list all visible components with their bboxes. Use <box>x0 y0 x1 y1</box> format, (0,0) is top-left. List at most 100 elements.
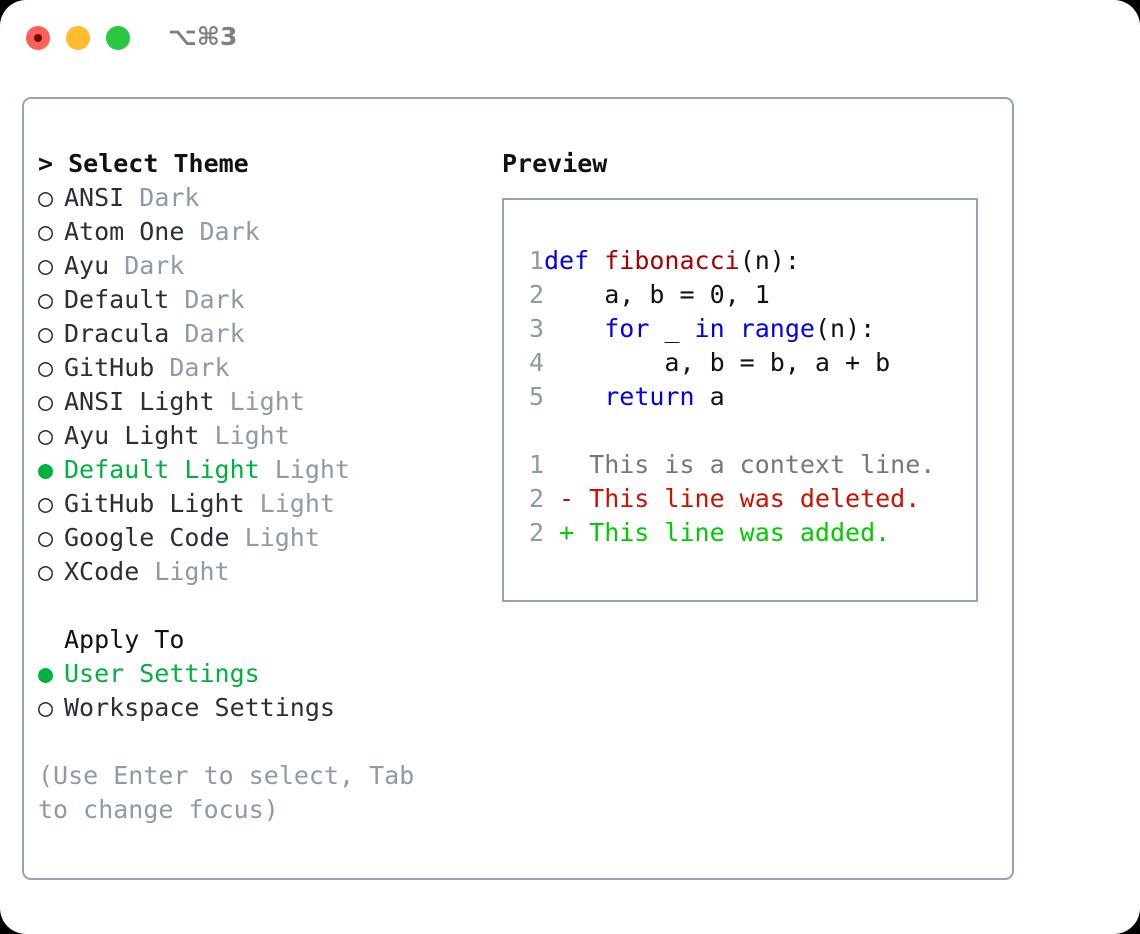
diff-line: 2 - This line was deleted. <box>516 482 935 516</box>
apply-to-option-name: Workspace Settings <box>64 693 335 722</box>
theme-option-dracula[interactable]: ○ Dracula Dark <box>38 317 478 351</box>
theme-option-category: Dark <box>139 183 200 212</box>
code-token: for <box>604 314 665 343</box>
code-token: - This line was deleted. <box>544 484 921 513</box>
theme-option-category: Dark <box>199 217 260 246</box>
theme-option-name: Google Code <box>64 523 245 552</box>
code-token: a, b = b, a + b <box>544 348 891 377</box>
select-theme-header: > Select Theme <box>38 149 249 178</box>
theme-option-category: Light <box>274 455 350 484</box>
code-diff-separator <box>516 414 935 448</box>
radio-unselected-icon: ○ <box>38 523 54 552</box>
radio-unselected-icon: ○ <box>38 693 54 722</box>
code-token: (n): <box>814 314 876 343</box>
theme-options-list: ○ANSI Dark○Atom One Dark○Ayu Dark○Defaul… <box>38 181 478 589</box>
theme-option-name: Ayu Light <box>64 421 215 450</box>
radio-unselected-icon: ○ <box>38 557 54 586</box>
apply-to-label: Apply To <box>64 625 185 654</box>
theme-option-category: Dark <box>169 353 230 382</box>
code-token: (n): <box>739 246 800 275</box>
code-line: 1def fibonacci(n): <box>516 244 935 278</box>
code-token: def <box>544 246 605 275</box>
code-token <box>544 382 604 411</box>
apply-to-option-workspace-settings[interactable]: ○ Workspace Settings <box>38 691 478 725</box>
theme-option-name: Default <box>64 285 185 314</box>
line-number: 5 <box>528 382 544 411</box>
theme-option-name: GitHub <box>64 353 170 382</box>
apply-to-option-user-settings[interactable]: ● User Settings <box>38 657 478 691</box>
theme-option-name: Atom One <box>64 217 200 246</box>
code-line: 4 a, b = b, a + b <box>516 346 935 380</box>
diff-line: 1 This is a context line. <box>516 448 935 482</box>
code-token: a <box>709 382 725 411</box>
radio-unselected-icon: ○ <box>38 319 54 348</box>
theme-option-category: Dark <box>124 251 185 280</box>
radio-unselected-icon: ○ <box>38 353 54 382</box>
radio-unselected-icon: ○ <box>38 489 54 518</box>
minimize-button-icon[interactable] <box>66 26 90 50</box>
theme-option-github[interactable]: ○ GitHub Dark <box>38 351 478 385</box>
theme-option-ayu[interactable]: ○Ayu Dark <box>38 249 478 283</box>
code-line: 3 for _ in range(n): <box>516 312 935 346</box>
theme-option-category: Light <box>214 421 290 450</box>
keyboard-hint-text: (Use Enter to select, Tab to change focu… <box>38 761 430 824</box>
theme-option-name: GitHub Light <box>64 489 260 518</box>
radio-selected-icon: ● <box>38 659 54 688</box>
code-token: This is a context line. <box>544 450 936 479</box>
line-number: 2 <box>528 518 544 547</box>
preview-title: Preview <box>502 149 608 178</box>
title-bar: ⌥⌘3 <box>0 0 1140 80</box>
radio-unselected-icon: ○ <box>38 217 54 246</box>
theme-option-ansi[interactable]: ○ ANSI Dark <box>38 181 478 215</box>
theme-option-default[interactable]: ○Default Dark <box>38 283 478 317</box>
section-spacer <box>38 589 478 623</box>
radio-unselected-icon: ○ <box>38 421 54 450</box>
apply-to-options-list: ● User Settings ○ Workspace Settings <box>38 657 478 725</box>
theme-option-name: ANSI <box>64 183 140 212</box>
code-token: + This line was added. <box>544 518 891 547</box>
line-number: 2 <box>528 484 544 513</box>
code-token: range <box>739 314 815 343</box>
close-button-icon[interactable] <box>26 26 50 50</box>
radio-unselected-icon: ○ <box>38 183 54 212</box>
hint-spacer <box>38 725 478 759</box>
line-number: 2 <box>528 280 544 309</box>
theme-option-ayu-light[interactable]: ○ Ayu Light Light <box>38 419 478 453</box>
theme-picker-panel: > Select Theme ○ANSI Dark○Atom One Dark○… <box>22 97 1014 880</box>
theme-option-category: Dark <box>184 319 245 348</box>
code-token: return <box>604 382 710 411</box>
line-number: 4 <box>528 348 544 377</box>
theme-option-atom-one[interactable]: ○ Atom One Dark <box>38 215 478 249</box>
theme-option-name: Ayu <box>64 251 125 280</box>
code-token: a, b = 0, 1 <box>544 280 770 309</box>
theme-selection-column: > Select Theme ○ANSI Dark○Atom One Dark○… <box>38 147 478 827</box>
maximize-button-icon[interactable] <box>106 26 130 50</box>
theme-option-category: Light <box>154 557 230 586</box>
code-line: 5 return a <box>516 380 935 414</box>
theme-option-category: Light <box>229 387 305 416</box>
theme-option-google-code[interactable]: ○ Google Code Light <box>38 521 478 555</box>
theme-option-default-light[interactable]: ●Default Light Light <box>38 453 478 487</box>
radio-unselected-icon: ○ <box>38 285 54 314</box>
code-token: in <box>694 314 740 343</box>
code-token <box>544 314 604 343</box>
theme-option-name: XCode <box>64 557 155 586</box>
theme-option-xcode[interactable]: ○ XCode Light <box>38 555 478 589</box>
theme-option-github-light[interactable]: ○GitHub Light Light <box>38 487 478 521</box>
line-number: 1 <box>528 450 544 479</box>
radio-unselected-icon: ○ <box>38 387 54 416</box>
code-line: 2 a, b = 0, 1 <box>516 278 935 312</box>
theme-option-category: Light <box>244 523 320 552</box>
apply-to-option-name: User Settings <box>64 659 260 688</box>
theme-option-ansi-light[interactable]: ○ANSI Light Light <box>38 385 478 419</box>
code-token: fibonacci <box>604 246 740 275</box>
radio-selected-icon: ● <box>38 455 54 484</box>
keyboard-shortcut-label: ⌥⌘3 <box>168 22 238 51</box>
theme-option-name: Dracula <box>64 319 185 348</box>
diff-line: 2 + This line was added. <box>516 516 935 550</box>
traffic-light-buttons <box>26 26 130 50</box>
